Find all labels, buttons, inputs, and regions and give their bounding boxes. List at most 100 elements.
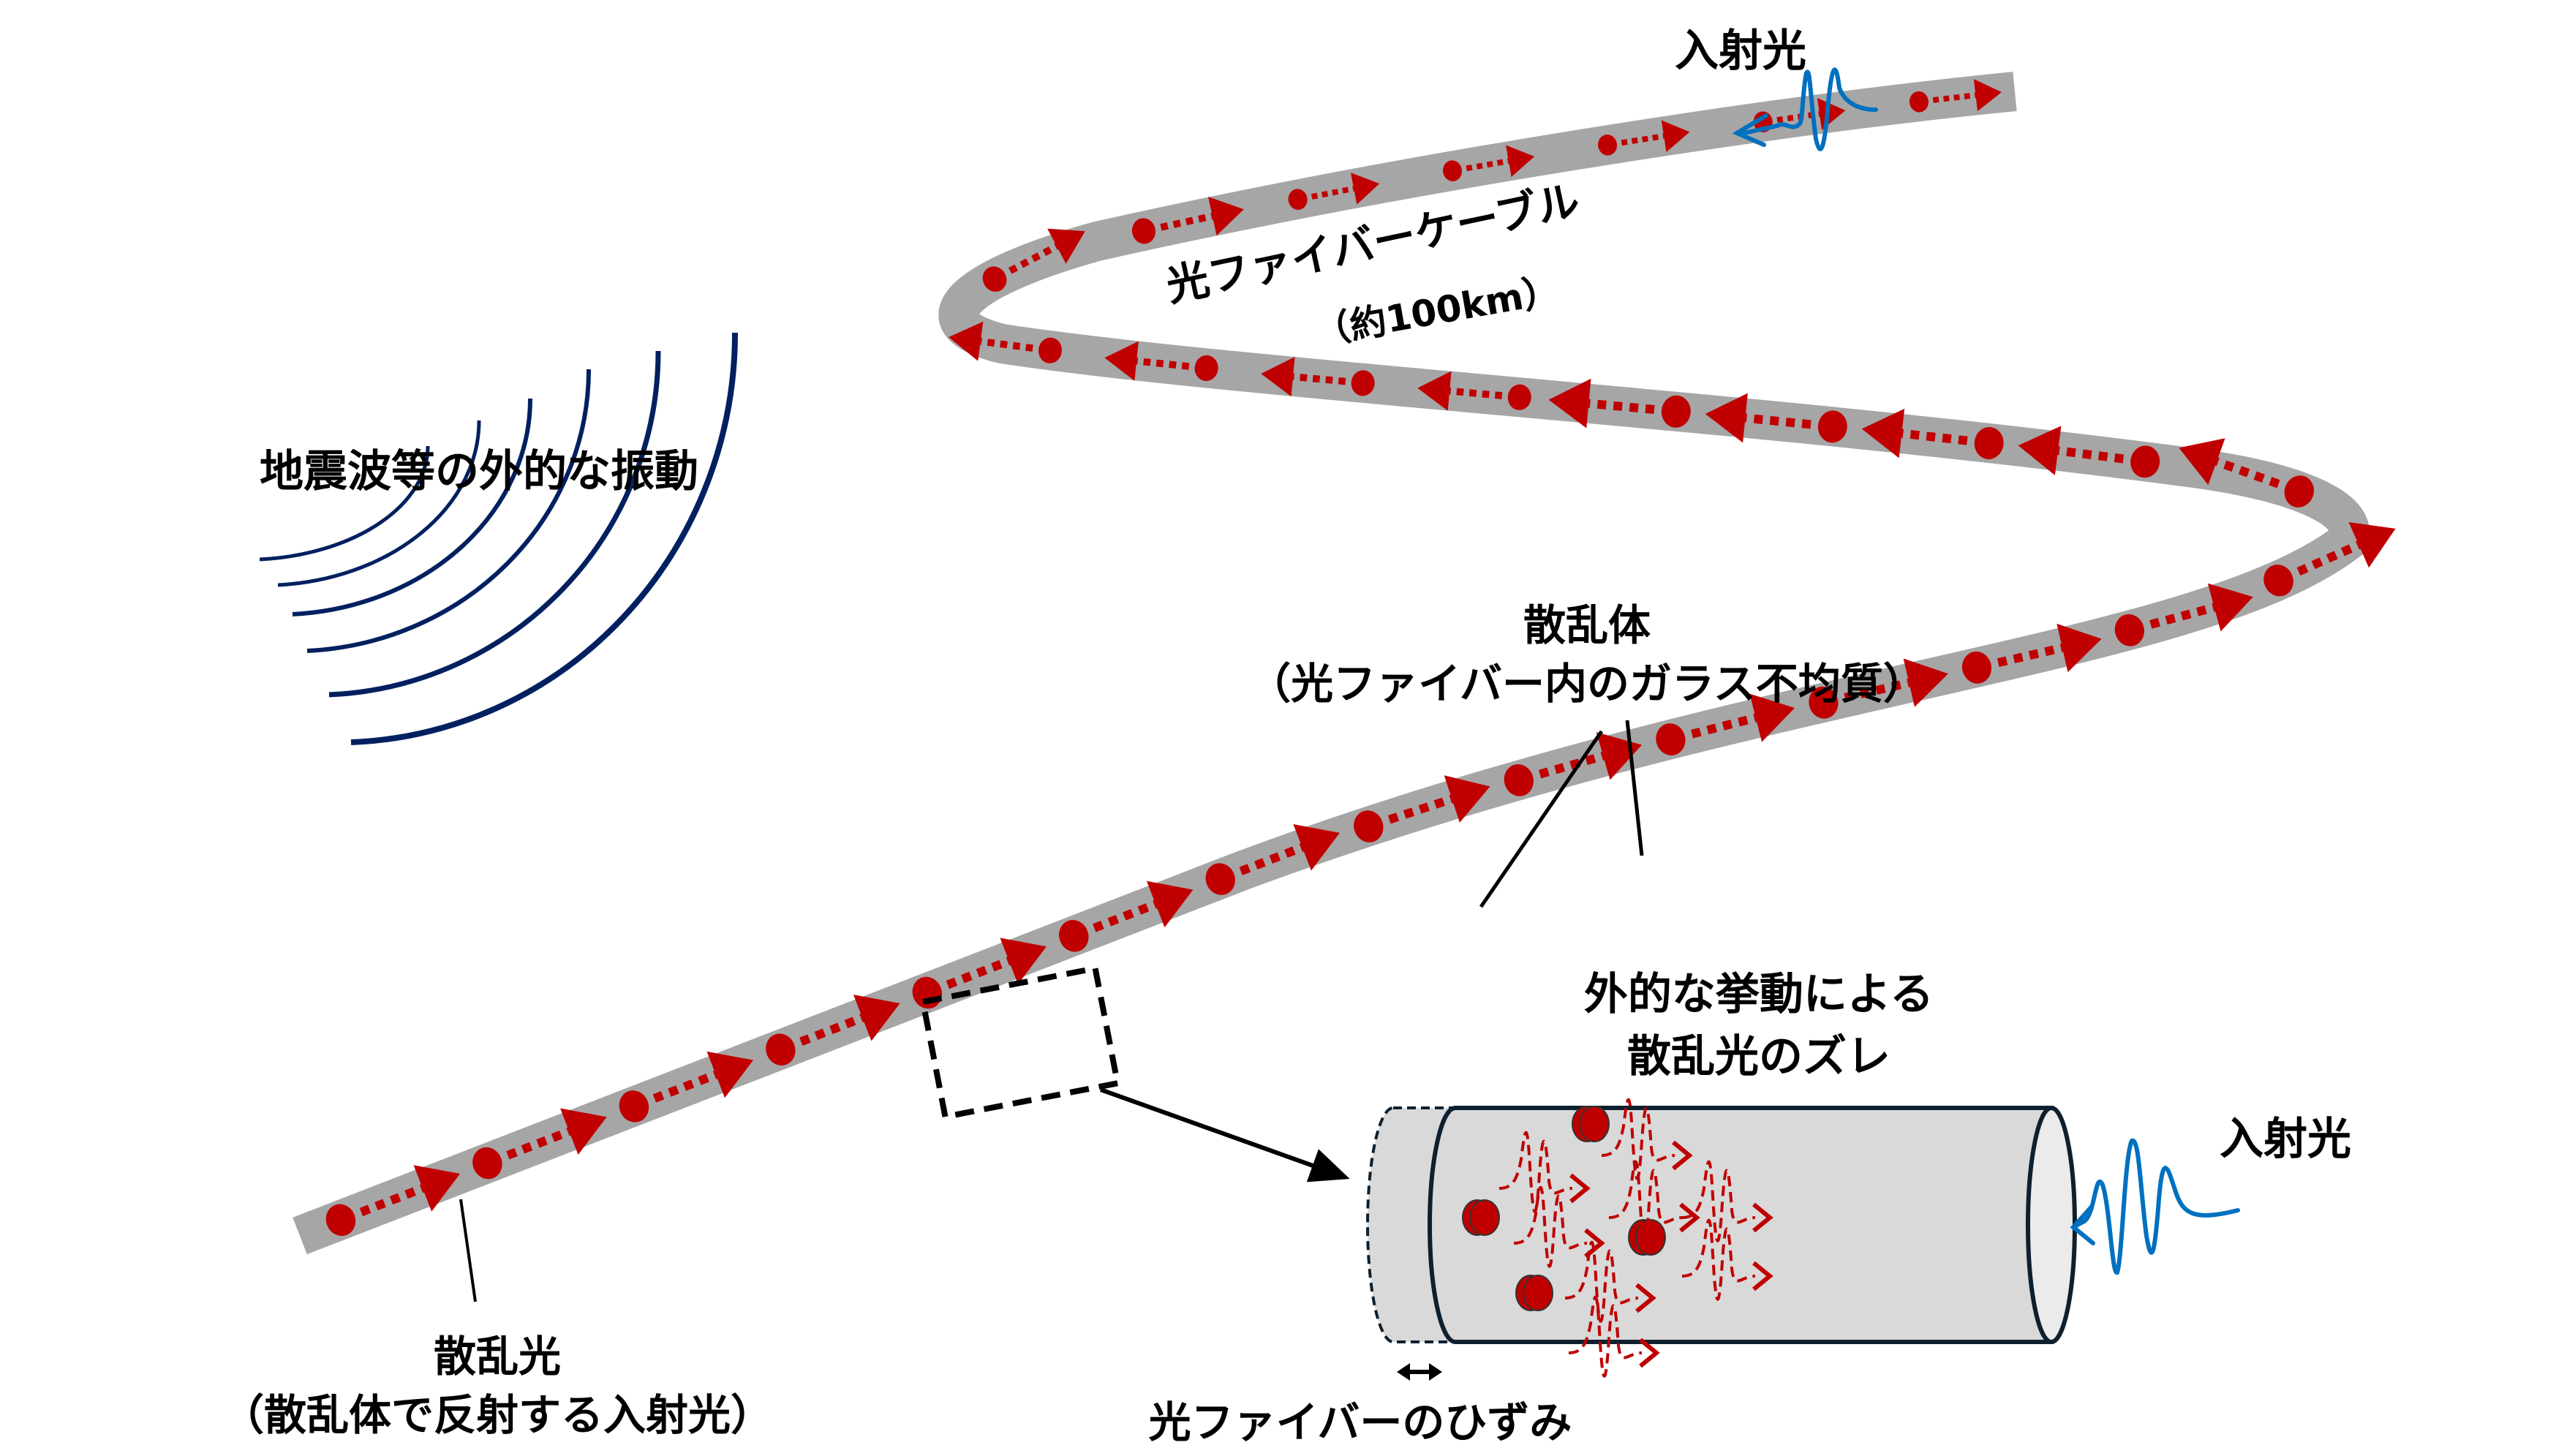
shift-label-line2: 散乱光のズレ [1627, 1031, 1890, 1082]
shift-label-line1: 外的な挙動による [1584, 969, 1934, 1020]
seismic-arc [277, 420, 481, 587]
seismic-arc [328, 350, 661, 698]
scattered-wave-arrowhead [1584, 1228, 1605, 1259]
scattered-wave-arrowhead [1639, 1338, 1660, 1368]
scatter-marker [1205, 824, 1340, 895]
scatterer-dot [1656, 723, 1686, 755]
scatterer-dot [2263, 565, 2293, 597]
scatter-dotted-line [1538, 752, 1605, 779]
scattered-wave [1498, 1131, 1573, 1213]
direction-arrowhead [1861, 408, 1905, 459]
scatter-marker [1809, 658, 1948, 719]
scatter-marker [1656, 693, 1795, 755]
scatter-marker [472, 1108, 607, 1180]
direction-arrowhead [1548, 378, 1591, 429]
scatter-dotted-line [506, 1127, 571, 1160]
scatter-dotted-line [1239, 843, 1304, 875]
zoom-pointer-arrow [1099, 1087, 1350, 1182]
scatterer-pointer-line [1479, 730, 1604, 908]
scatter-marker [1261, 356, 1375, 397]
scatter-marker [1131, 196, 1244, 244]
scattered-wave [1564, 1240, 1639, 1323]
scatter-dotted-line [946, 957, 1011, 989]
scatter-dotted-line [1008, 243, 1059, 274]
scatterer-title-label: 散乱体 [1523, 600, 1651, 650]
incident-wave-icon-right [2070, 1138, 2240, 1275]
scatter-dotted-line [1466, 158, 1509, 172]
scatter-marker [2114, 583, 2253, 646]
direction-arrowhead [1903, 658, 1948, 707]
scatter-marker [1548, 378, 1691, 429]
strain-double-arrow-icon [1397, 1363, 1442, 1381]
scatter-dotted-line [652, 1070, 717, 1103]
direction-arrowhead [1749, 693, 1795, 742]
scatterer-dot [2130, 445, 2160, 478]
scatterer-dot [325, 1204, 356, 1237]
scatter-marker [1354, 775, 1490, 842]
direction-arrowhead [1047, 228, 1085, 264]
direction-arrowhead [2348, 522, 2396, 568]
scatter-marker [2179, 438, 2315, 508]
scattered-wave [1608, 1160, 1683, 1242]
direction-arrowhead [560, 1108, 607, 1155]
scatter-marker [1705, 393, 1847, 443]
direction-arrowhead [1293, 824, 1340, 871]
scatterer-particle [1469, 1199, 1500, 1236]
scatterer-dot [1809, 686, 1839, 719]
scatter-marker [1598, 120, 1690, 156]
direction-arrowhead [2179, 438, 2225, 486]
scatter-dotted-line [1136, 357, 1190, 370]
direction-arrowhead [1973, 79, 2002, 112]
scatterer-dot [1974, 426, 2004, 459]
scatterer-dot [1205, 863, 1236, 895]
scatter-marker [982, 228, 1085, 292]
scatter-dotted-line [2057, 446, 2125, 464]
scatter-marker [1861, 408, 2004, 459]
scatterer-dot [1351, 370, 1375, 396]
scatter-dotted-line [1997, 644, 2064, 667]
seismic-arc [292, 398, 533, 616]
scattered-wave-packets [1498, 1098, 1773, 1378]
scattered-light-pointer-line [459, 1199, 477, 1302]
scatter-dotted-line [1160, 212, 1213, 231]
direction-arrowhead [1350, 173, 1380, 205]
scatterer-desc-label: （光ファイバー内のガラス不均質） [1248, 659, 1926, 709]
direction-arrowhead [1444, 775, 1490, 823]
direction-arrowhead [1146, 880, 1194, 928]
scatter-dotted-line [1311, 186, 1354, 200]
direction-arrowhead [1000, 938, 1047, 984]
seismic-arc [306, 369, 592, 653]
scatterer-dot [1961, 651, 1992, 684]
incident-light-label-right: 入射光 [2220, 1114, 2351, 1165]
scatterer-particles [1462, 1106, 1666, 1311]
scatter-dotted-line [1093, 899, 1158, 932]
scatterer-dot [2114, 614, 2145, 646]
direction-arrowhead [1417, 371, 1452, 411]
scatter-marker [1059, 880, 1194, 952]
scatter-dotted-line [1932, 92, 1976, 103]
scatter-dotted-line [799, 1014, 864, 1046]
scattered-wave-arrowhead [1679, 1202, 1700, 1233]
scatter-marker [619, 1051, 754, 1123]
scatter-marker [1442, 145, 1535, 181]
cable-length-label: （約100km） [1311, 269, 1563, 354]
scatter-dotted-line [359, 1184, 425, 1217]
scatter-dotted-line [1901, 429, 1968, 445]
scatterer-dot [1059, 920, 1089, 952]
scatter-dotted-line [980, 337, 1033, 352]
direction-arrowhead [1506, 145, 1535, 177]
scatterer-dot [982, 266, 1007, 292]
scatter-marker [325, 1165, 461, 1237]
scatter-dotted-line [1449, 387, 1503, 399]
direction-arrowhead [2018, 426, 2062, 475]
scatterer-dot [2284, 475, 2315, 508]
scatter-dotted-line [1621, 133, 1664, 146]
direction-arrowhead [1661, 120, 1690, 152]
scattered-wave-arrowhead [1635, 1283, 1656, 1313]
seismic-wave-icon [259, 332, 738, 745]
direction-arrowhead [413, 1165, 461, 1212]
scatter-dotted-line [1691, 713, 1757, 739]
scatter-dotted-line [2296, 540, 2361, 576]
scattered-wave-arrowhead [1569, 1173, 1591, 1204]
scatterer-pointer-line [1625, 720, 1644, 856]
